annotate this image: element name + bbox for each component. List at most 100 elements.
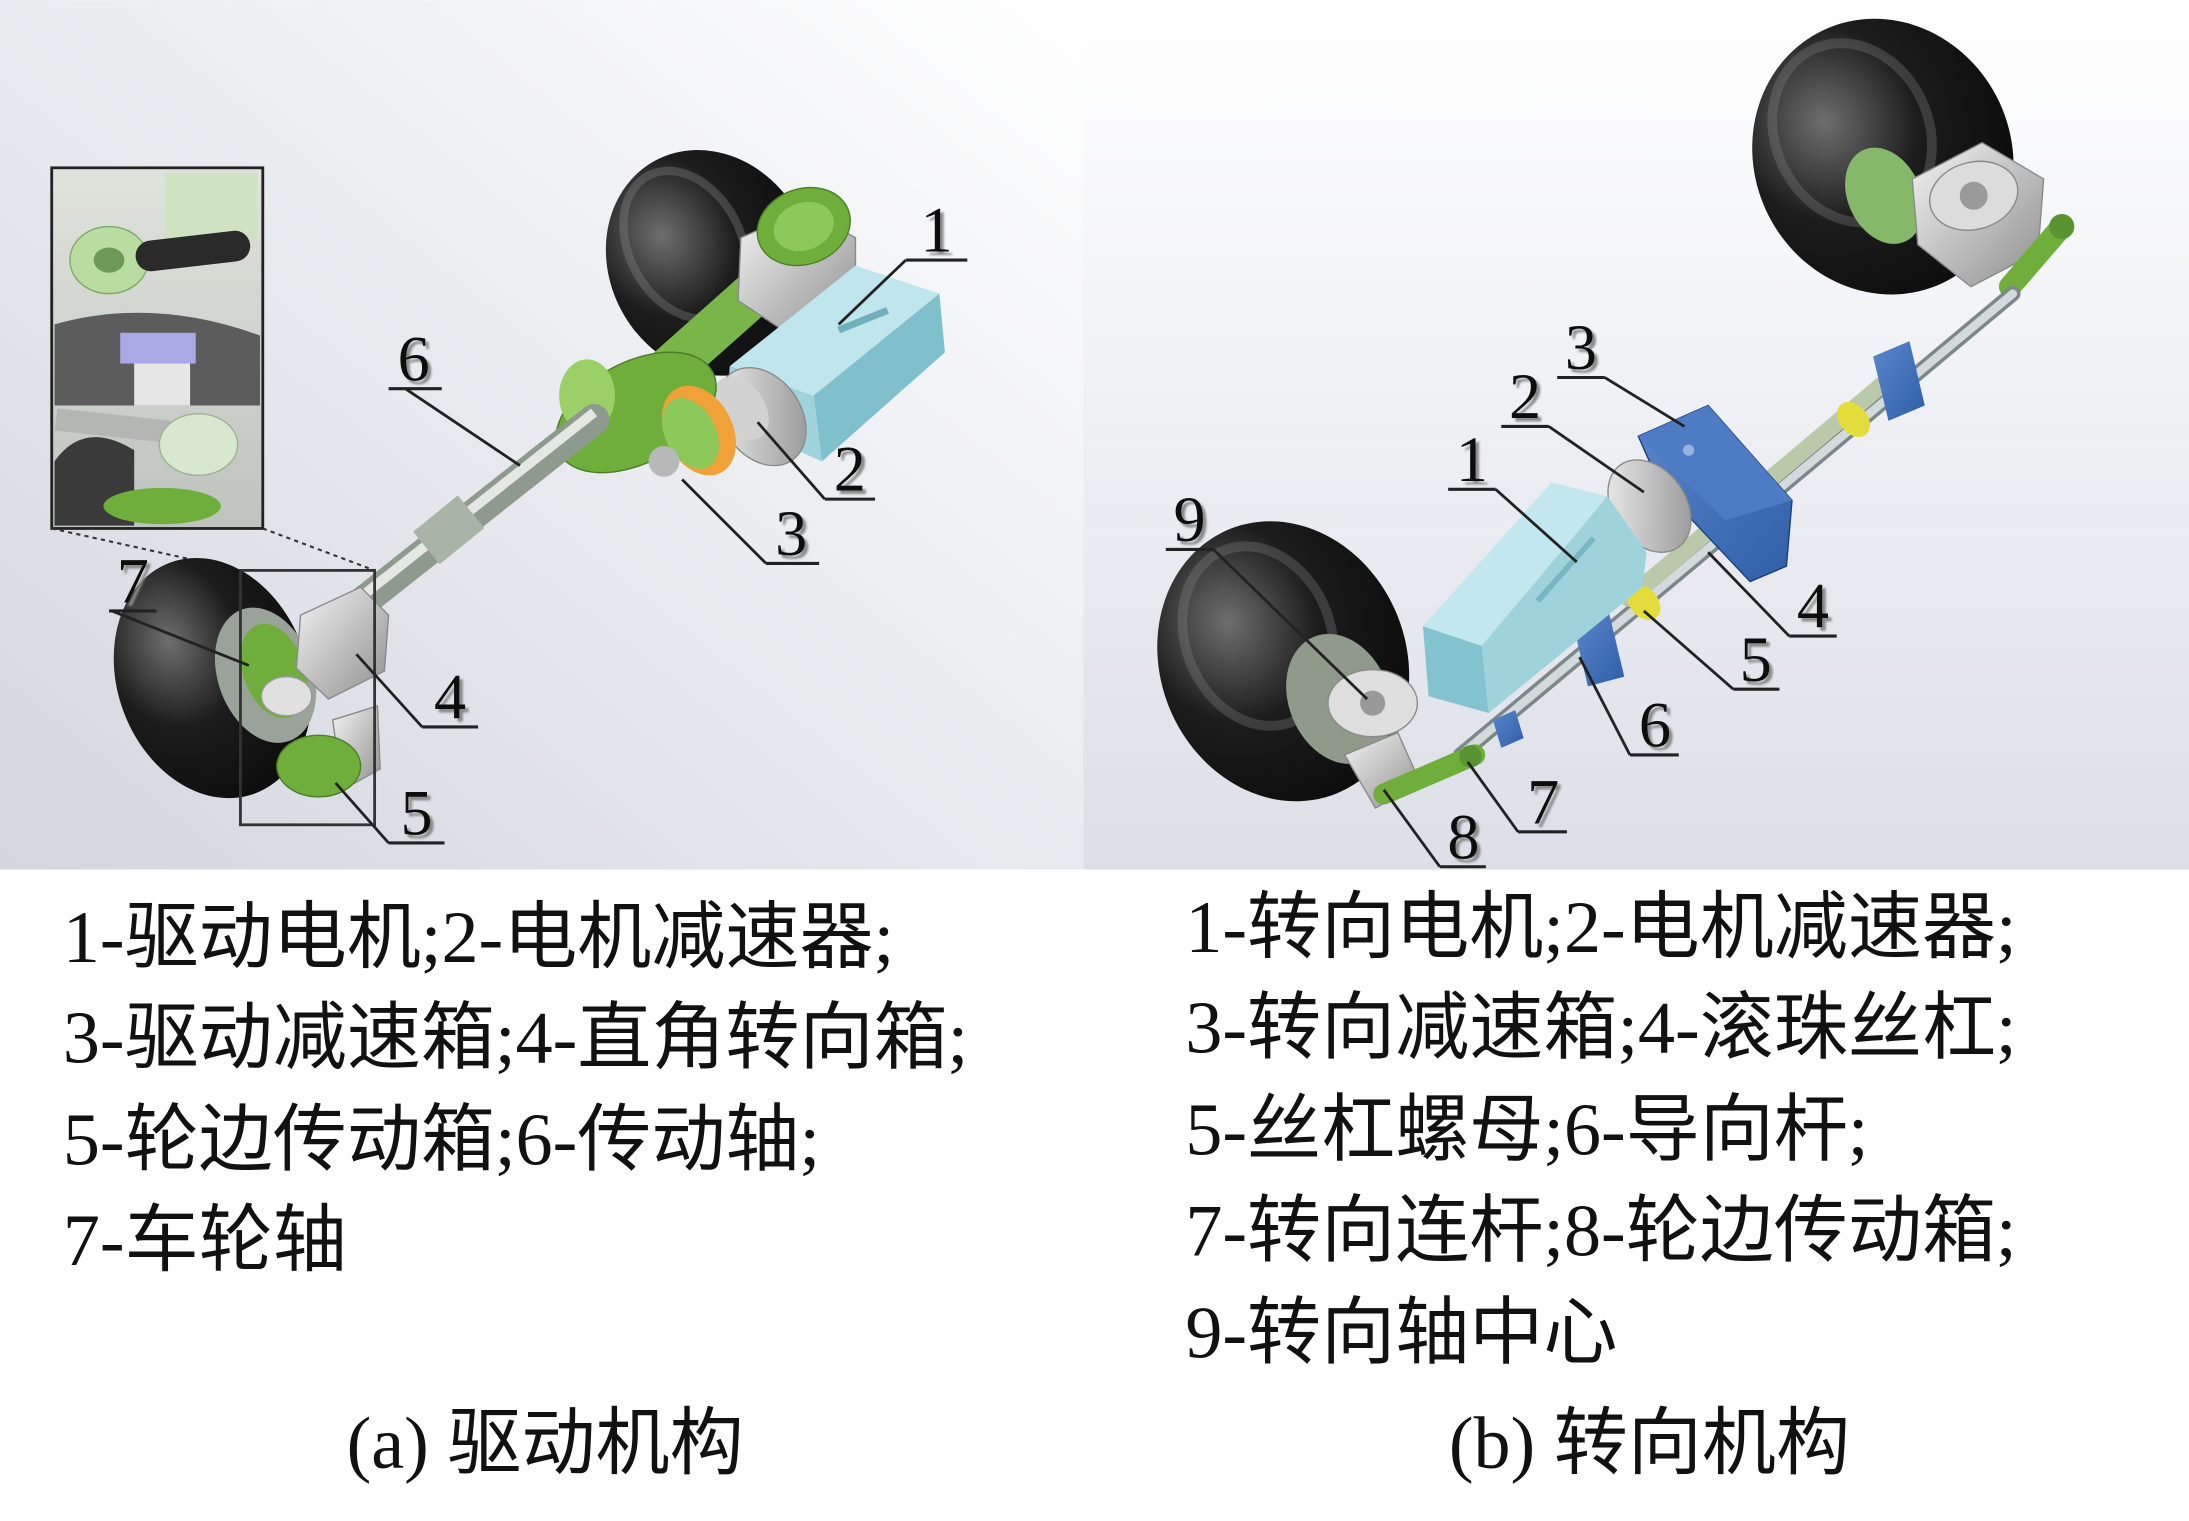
steering-callout-4: 4 xyxy=(1707,551,1837,642)
steering-mechanism-render xyxy=(1157,18,2075,809)
leader-line xyxy=(1578,656,1632,756)
callout-label: 7 xyxy=(1527,766,1559,837)
callout-label: 8 xyxy=(1447,801,1479,872)
callout-label: 2 xyxy=(834,434,866,505)
callout-label: 3 xyxy=(775,498,807,569)
inset-coupling xyxy=(120,332,196,364)
drive-motor-slot xyxy=(837,307,889,334)
drive-callout-3: 3 xyxy=(681,478,820,569)
callout-label: 1 xyxy=(1456,424,1488,495)
caption-steering: (b) 转向机构 xyxy=(1449,1403,1850,1485)
detail-frame xyxy=(239,568,377,827)
leader-line xyxy=(1494,488,1578,564)
leader-line xyxy=(1547,425,1645,494)
steering-callout-3: 3 xyxy=(1557,312,1686,428)
leader-line xyxy=(837,259,907,326)
drive-callout-1: 1 xyxy=(837,195,968,326)
leader-line xyxy=(1642,609,1735,691)
legend-line: 9-转向轴中心 xyxy=(1185,1292,1617,1374)
leader-line xyxy=(681,478,767,565)
leader-line xyxy=(334,781,390,844)
drive-callouts: 1 2 3 4 5 6 7 xyxy=(109,195,968,849)
upper-screw-nut xyxy=(1837,401,1871,437)
legend-line: 5-丝杠螺母;6-导向杆; xyxy=(1185,1090,1868,1172)
drive-mechanism-render xyxy=(50,150,945,827)
leader-line xyxy=(1603,376,1686,428)
callout-label: 5 xyxy=(1740,624,1772,695)
lower-rod-clamp xyxy=(1492,710,1524,748)
drive-callout-4: 4 xyxy=(355,653,479,733)
callout-label: 4 xyxy=(1797,571,1829,642)
upper-green-flange-inner xyxy=(773,201,834,252)
upper-hub-center xyxy=(1959,181,1988,210)
leader-line xyxy=(1382,789,1441,868)
callout-label: 9 xyxy=(1173,484,1205,555)
leader-line xyxy=(1707,551,1791,638)
leader-line xyxy=(355,653,424,728)
inset-flange-hole xyxy=(93,247,125,273)
inset-hub xyxy=(158,413,239,477)
steering-motor-top xyxy=(1422,482,1608,646)
callout-label: 6 xyxy=(1639,690,1671,761)
drive-callout-7: 7 xyxy=(109,546,250,667)
callout-label: 5 xyxy=(400,778,432,849)
inset-green-flange xyxy=(103,487,221,525)
legend-line: 5-轮边传动箱;6-传动轴; xyxy=(63,1099,820,1181)
drive-callout-6: 6 xyxy=(388,323,521,467)
callout-label: 2 xyxy=(1509,361,1541,432)
drive-callout-5: 5 xyxy=(334,778,445,849)
inset-housing xyxy=(134,363,191,406)
steering-legend: 1-转向电机;2-电机减速器; 3-转向减速箱;4-滚珠丝杠; 5-丝杠螺母;6… xyxy=(1185,887,2016,1374)
drive-motor-top xyxy=(729,265,940,396)
legend-line: 3-转向减速箱;4-滚珠丝杠; xyxy=(1185,988,2016,1070)
drive-callout-2: 2 xyxy=(756,421,876,505)
leader-line xyxy=(111,609,250,667)
callout-label: 6 xyxy=(398,323,430,394)
legend-line: 1-驱动电机;2-电机减速器; xyxy=(63,897,894,979)
upper-steering-arm xyxy=(1998,215,2073,298)
steering-link xyxy=(1373,744,1486,805)
upper-wheel-hub xyxy=(1845,147,1924,244)
caption-drive: (a) 驱动机构 xyxy=(347,1403,744,1485)
inset-gearbox xyxy=(164,173,258,241)
steering-motor-slot xyxy=(1535,536,1596,604)
steering-link-joint xyxy=(1459,745,1482,768)
steering-callout-9: 9 xyxy=(1165,484,1369,700)
upper-tire xyxy=(605,150,815,376)
legend-line: 7-车轮轴 xyxy=(63,1200,347,1282)
steering-callout-5: 5 xyxy=(1642,609,1780,695)
steering-callout-6: 6 xyxy=(1578,656,1679,761)
steering-callout-7: 7 xyxy=(1466,761,1567,837)
callout-label: 7 xyxy=(117,546,149,617)
legend-line: 3-驱动减速箱;4-直角转向箱; xyxy=(63,997,968,1079)
callout-label: 1 xyxy=(920,195,952,266)
drive-legend: 1-驱动电机;2-电机减速器; 3-驱动减速箱;4-直角转向箱; 5-轮边传动箱… xyxy=(63,897,968,1282)
leader-line xyxy=(1466,761,1520,833)
lower-tire-highlight xyxy=(1177,541,1339,731)
steering-reducer-top xyxy=(1638,405,1793,521)
legend-line: 7-转向连杆;8-轮边传动箱; xyxy=(1185,1190,2016,1272)
steering-motor-side xyxy=(1481,496,1647,713)
callout-label: 3 xyxy=(1565,312,1597,383)
drive-reducer-cap xyxy=(662,398,719,469)
upper-arm-joint xyxy=(2049,213,2075,240)
drive-reducer-bolt xyxy=(648,445,680,477)
shaft-coupling xyxy=(413,495,485,565)
steering-motor xyxy=(1422,482,1647,713)
wheel-side-box-flange xyxy=(276,734,362,798)
right-angle-gearbox xyxy=(295,586,390,700)
steering-callout-2: 2 xyxy=(1501,361,1645,494)
steering-callout-8: 8 xyxy=(1382,789,1486,872)
callout-label: 4 xyxy=(434,662,466,733)
drive-motor-side xyxy=(813,293,945,462)
inset-roller xyxy=(135,230,251,272)
steering-callouts: 1 2 3 4 5 6 7 xyxy=(1165,312,1837,872)
detail-inset xyxy=(50,166,265,530)
steering-motor-end xyxy=(1422,626,1489,713)
steering-callout-1: 1 xyxy=(1448,424,1578,564)
leader-line xyxy=(404,387,521,467)
upper-rod-bracket xyxy=(1873,341,1925,421)
screw-nut xyxy=(1627,585,1661,621)
drive-reducer-box xyxy=(555,351,736,477)
